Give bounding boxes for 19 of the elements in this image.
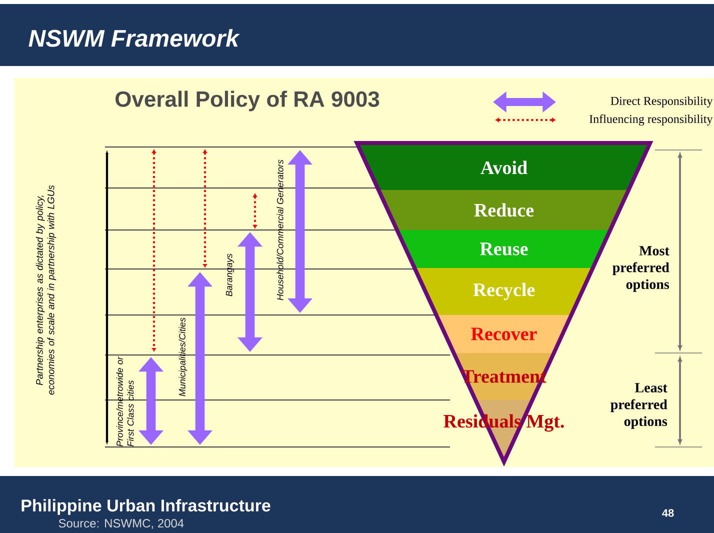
chart-title: Overall Policy of RA 9003 xyxy=(116,90,380,112)
pyramid-band: Reduce xyxy=(380,190,626,230)
slide-title: NSWM Framework xyxy=(28,29,240,47)
pyramid-band: Recycle xyxy=(416,268,591,315)
axis-label: Partnership enterprises as dictated by policy, economies of scale and in partnership with LGUs xyxy=(36,185,56,395)
legend-text: Direct Responsibility xyxy=(610,96,713,108)
legend-text: Influencing responsibility xyxy=(590,114,713,126)
level-label: Barangays xyxy=(226,254,234,296)
bracket-label: Least preferred options xyxy=(610,383,668,429)
pyramid-band: Reuse xyxy=(399,230,608,268)
page-number: 48 xyxy=(662,509,674,517)
level-label: Province/metrowide or First Class cities xyxy=(116,356,134,446)
pyramid-band: Avoid xyxy=(360,145,647,190)
source-note: Source: NSWMC, 2004 xyxy=(58,519,184,529)
footer-text: Philippine Urban Infrastructure xyxy=(22,499,270,515)
level-label: Municipalities/Cities xyxy=(178,318,188,396)
bracket-label: Most preferred options xyxy=(612,246,670,292)
pyramid-band: Recover xyxy=(438,315,570,353)
level-label: Household/Commercial Generators xyxy=(276,160,284,300)
